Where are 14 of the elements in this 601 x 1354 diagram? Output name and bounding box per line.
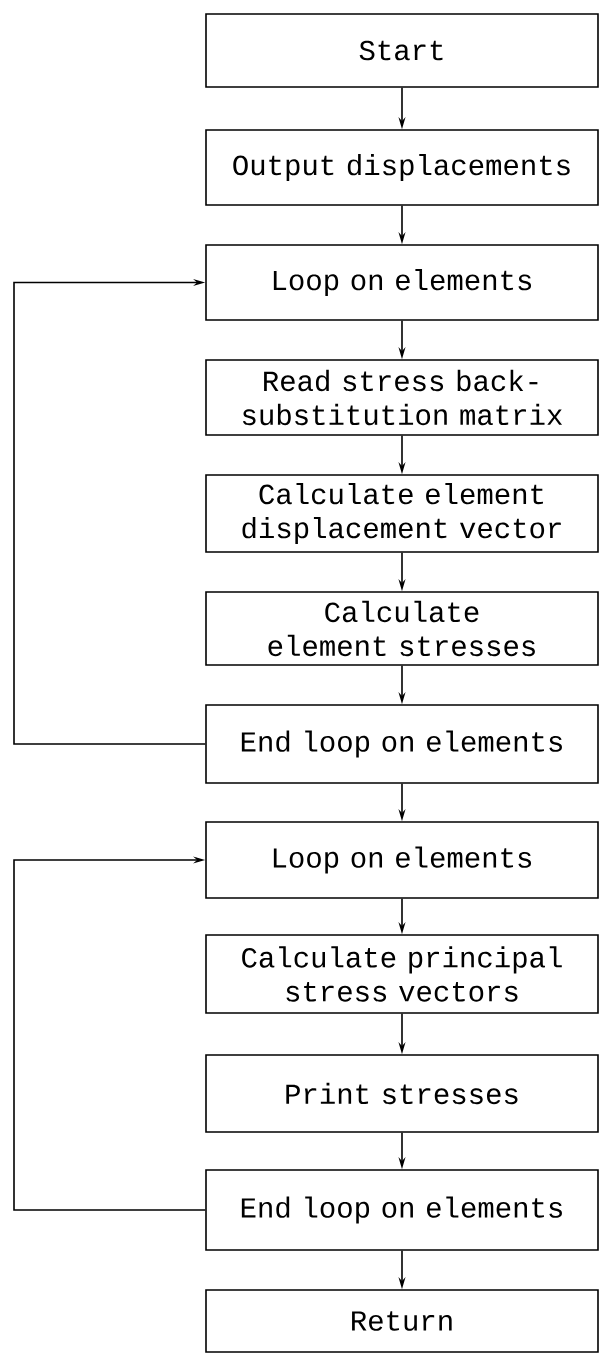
process-box: End loop on elements: [205, 1169, 599, 1251]
process-box: End loop on elements: [205, 704, 599, 784]
process-box: Loop on elements: [205, 244, 599, 321]
process-box: Calculate element displacement vector: [205, 474, 599, 553]
process-box: Calculate principal stress vectors: [205, 934, 599, 1014]
arrow: [13, 278, 206, 745]
arrow: [13, 856, 206, 1211]
process-box: Read stress back-substitution matrix: [205, 359, 599, 436]
process-box: Return: [205, 1289, 599, 1353]
process-box: Start: [205, 13, 599, 88]
process-box: Calculate element stresses: [205, 591, 599, 666]
process-box: Output displacements: [205, 129, 599, 206]
process-box: Print stresses: [205, 1054, 599, 1133]
process-box: Loop on elements: [205, 821, 599, 899]
